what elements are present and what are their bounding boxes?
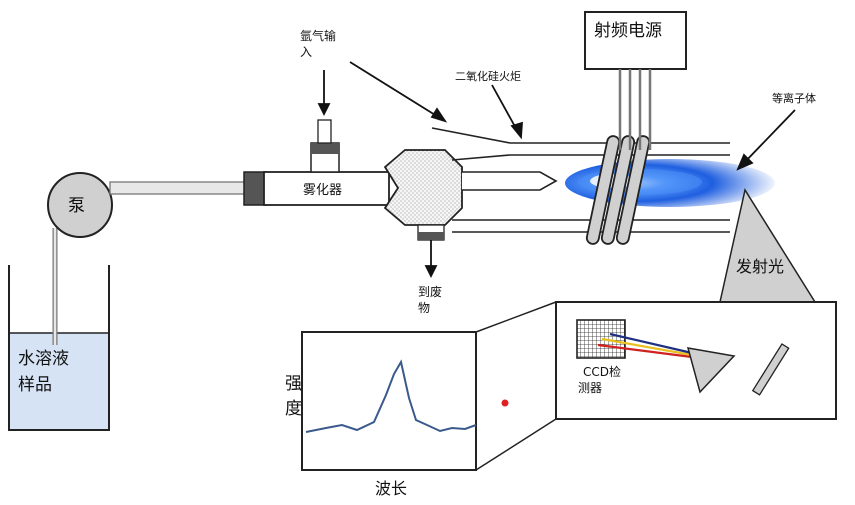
ccd-detector xyxy=(576,319,626,359)
rf-coil xyxy=(585,135,651,245)
pump: 泵 xyxy=(47,172,113,238)
annotation-arrows xyxy=(317,61,796,279)
argon-label-line2: 入 xyxy=(300,45,312,59)
nebulizer-end-cap xyxy=(243,171,267,206)
waste-label-line2: 物 xyxy=(418,301,430,315)
torch-label: 二氧化硅火炬 xyxy=(455,69,521,83)
injector-tube xyxy=(462,171,558,191)
sample-label-line2: 样品 xyxy=(18,375,52,395)
laser-dot xyxy=(501,399,509,407)
projection-line-top xyxy=(475,301,557,333)
rf-power-leads xyxy=(618,69,652,150)
emission-label: 发射光 xyxy=(736,257,784,276)
pump-outlet-tube xyxy=(109,181,251,195)
ccd-label-line2: 测器 xyxy=(578,381,602,395)
ray-yellow xyxy=(601,337,693,357)
intensity-label-line1: 强 xyxy=(285,374,302,394)
argon-label-line1: 氩气输 xyxy=(300,28,336,43)
wavelength-label: 波长 xyxy=(375,479,407,498)
ray-blue xyxy=(609,332,693,355)
argon-inlet-nozzle xyxy=(317,119,332,144)
spectrum-line xyxy=(305,359,477,433)
sample-label-line1: 水溶液 xyxy=(18,349,69,369)
pump-label: 泵 xyxy=(68,196,85,216)
emission-cone xyxy=(719,188,817,303)
prism xyxy=(686,347,736,394)
projection-line-bottom xyxy=(475,418,557,471)
ccd-label-line1: CCD检 xyxy=(583,364,621,379)
sample-container: 水溶液 样品 xyxy=(8,265,110,431)
waste-label-line1: 到废 xyxy=(418,284,442,299)
mirror xyxy=(751,343,790,396)
rf-power-label: 射频电源 xyxy=(594,21,662,41)
ray-red xyxy=(597,343,693,359)
plasma-label: 等离子体 xyxy=(772,91,816,105)
spectrum-plot: 强 度 波长 xyxy=(285,331,477,498)
spray-chamber xyxy=(383,149,463,241)
spectrometer-box: CCD检 测器 xyxy=(555,301,837,420)
intensity-label-line2: 度 xyxy=(285,399,302,419)
nebulizer: 雾化器 xyxy=(243,119,390,206)
rf-power-supply: 射频电源 xyxy=(584,11,687,150)
nebulizer-label: 雾化器 xyxy=(303,183,342,198)
sample-liquid xyxy=(9,333,109,430)
